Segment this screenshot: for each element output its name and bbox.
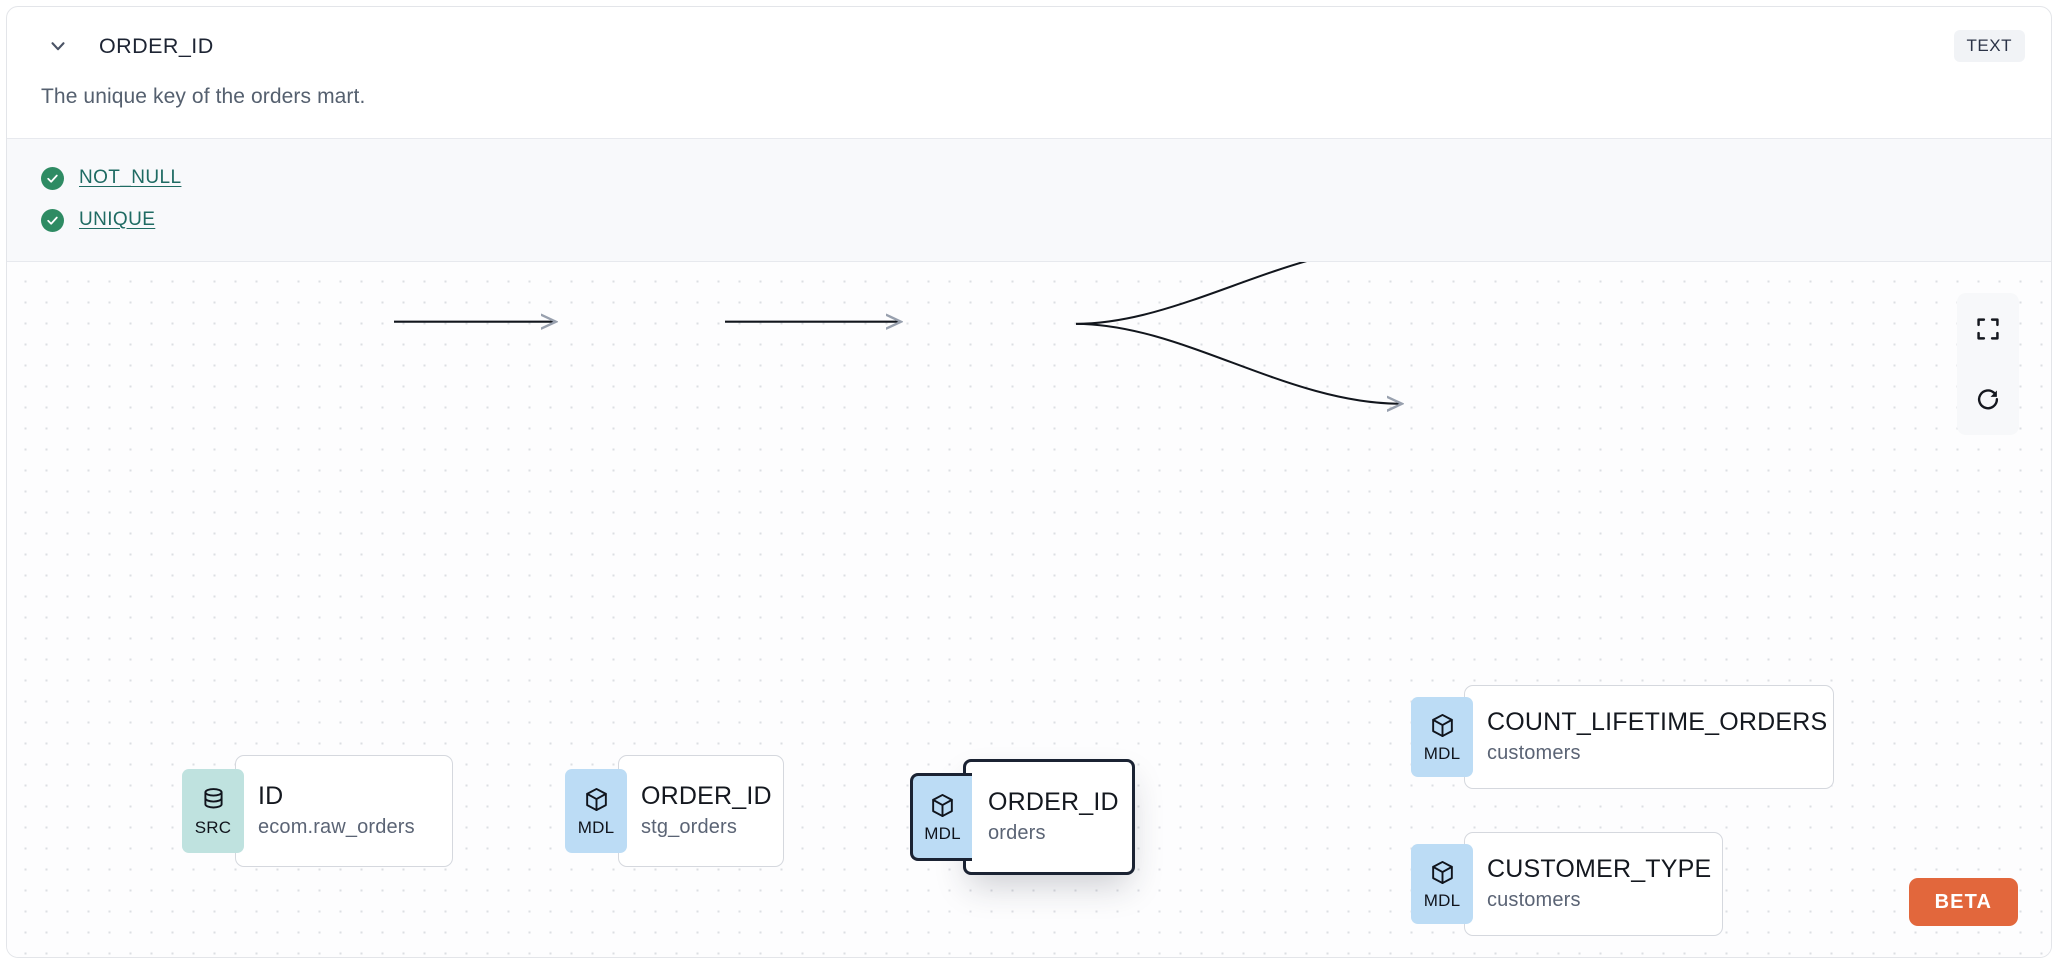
fit-view-button[interactable]	[1957, 293, 2019, 364]
src-badge: SRC	[182, 769, 244, 853]
mdl-badge: MDL	[1411, 697, 1473, 777]
chevron-down-icon[interactable]	[41, 29, 75, 63]
node-name: ORDER_ID	[641, 782, 772, 811]
node-source: orders	[988, 821, 1046, 844]
node-body: ORDER_ID stg_orders	[618, 755, 784, 867]
cube-icon	[1429, 712, 1456, 744]
mdl-badge-label: MDL	[577, 818, 615, 837]
test-row: UNIQUE	[41, 199, 2017, 241]
canvas-controls	[1957, 293, 2019, 435]
mdl-badge-label: MDL	[1423, 891, 1461, 910]
mdl-badge-label: MDL	[924, 824, 961, 843]
edge-orders-count	[1075, 262, 1308, 325]
check-circle-icon	[41, 208, 64, 232]
page-title: ORDER_ID	[99, 33, 214, 58]
reset-button[interactable]	[1957, 364, 2019, 435]
column-detail-card: ORDER_ID TEXT The unique key of the orde…	[6, 6, 2052, 958]
node-body: CUSTOMER_TYPE customers	[1464, 832, 1723, 936]
node-source: stg_orders	[641, 815, 737, 838]
node-name: CUSTOMER_TYPE	[1487, 855, 1712, 884]
column-description: The unique key of the orders mart.	[41, 85, 366, 108]
test-link-not-null[interactable]: NOT_NULL	[79, 167, 182, 188]
beta-badge[interactable]: BETA	[1908, 878, 2018, 926]
test-link-unique[interactable]: UNIQUE	[79, 209, 156, 230]
lineage-canvas[interactable]: SRC ID ecom.raw_orders MDL ORDE	[7, 262, 2051, 957]
edge-orders-customer-type	[1075, 322, 1401, 404]
mdl-badge: MDL	[565, 769, 627, 853]
cube-icon	[929, 792, 956, 824]
node-body: ORDER_ID orders	[963, 759, 1135, 875]
src-badge-label: SRC	[194, 818, 232, 837]
cube-icon	[583, 786, 610, 818]
database-icon	[200, 786, 227, 818]
test-row: NOT_NULL	[41, 157, 2017, 199]
node-body: ID ecom.raw_orders	[235, 755, 453, 867]
check-circle-icon	[41, 166, 64, 190]
node-name: ID	[258, 782, 284, 811]
node-name: ORDER_ID	[988, 788, 1119, 817]
data-type-badge: TEXT	[1953, 30, 2025, 62]
mdl-badge: MDL	[910, 773, 972, 861]
node-source: ecom.raw_orders	[258, 815, 415, 838]
node-body: COUNT_LIFETIME_ORDERS customers	[1464, 685, 1834, 789]
tests-section: NOT_NULL UNIQUE	[7, 138, 2051, 262]
cube-icon	[1429, 859, 1456, 891]
node-source: customers	[1487, 888, 1581, 911]
node-source: customers	[1487, 741, 1581, 764]
mdl-badge: MDL	[1411, 844, 1473, 924]
mdl-badge-label: MDL	[1423, 744, 1461, 763]
node-name: COUNT_LIFETIME_ORDERS	[1487, 708, 1828, 737]
card-header: ORDER_ID TEXT	[7, 7, 2051, 85]
